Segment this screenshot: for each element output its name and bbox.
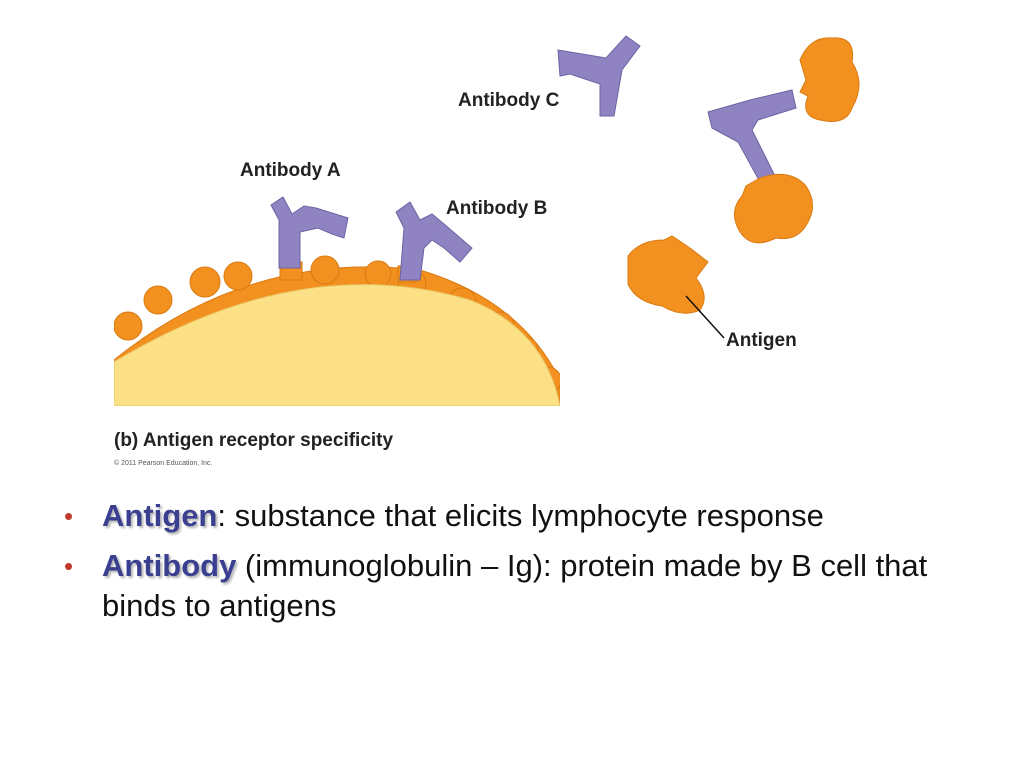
antibody-a-shape — [270, 196, 349, 269]
term-antigen: Antigen — [102, 498, 218, 533]
bullet-dot-icon: • — [64, 551, 74, 581]
term-antibody: Antibody — [102, 548, 237, 583]
antigen-loose — [627, 235, 709, 314]
antibody-b-shape — [395, 201, 473, 281]
label-antigen: Antigen — [726, 330, 797, 351]
label-antibody-a: Antibody A — [240, 160, 341, 181]
antibody-bound-shape — [707, 89, 797, 183]
antigen-top-right — [799, 37, 860, 122]
bullet-list: • Antigen: substance that elicits lympho… — [60, 496, 990, 636]
bullet-antigen: • Antigen: substance that elicits lympho… — [60, 496, 990, 536]
antigen-receptor-figure: Antibody A Antibody B Antibody C Antigen… — [114, 35, 860, 467]
bullet-antibody: • Antibody (immunoglobulin – Ig): protei… — [60, 546, 990, 626]
figure-copyright: © 2011 Pearson Education, Inc. — [114, 459, 212, 467]
antibody-c-shape — [557, 35, 641, 117]
antigen-pointer-line — [685, 295, 725, 339]
figure-caption: (b) Antigen receptor specificity — [114, 430, 393, 451]
label-antibody-c: Antibody C — [458, 90, 560, 111]
bullet-dot-icon: • — [64, 501, 74, 531]
label-antibody-b: Antibody B — [446, 198, 547, 219]
b-cell-surface — [114, 255, 560, 406]
definition-antigen: : substance that elicits lymphocyte resp… — [217, 498, 824, 533]
definition-antibody: (immunoglobulin – Ig): protein made by B… — [102, 548, 928, 623]
antigen-middle-right — [734, 173, 813, 244]
